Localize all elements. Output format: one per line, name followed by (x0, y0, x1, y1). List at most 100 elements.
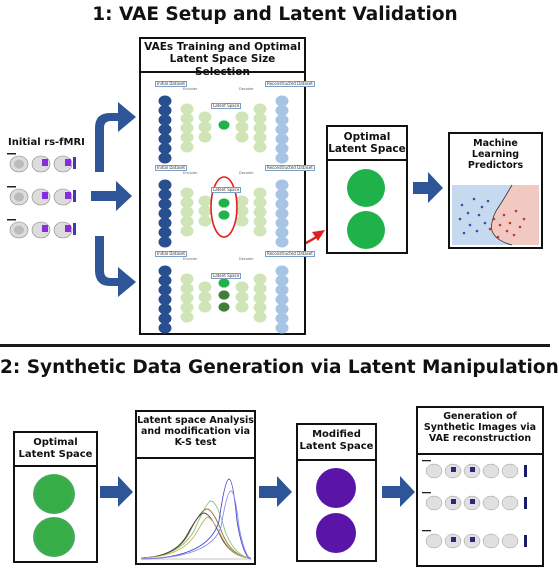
encoder-node (180, 131, 194, 144)
optimal-latent-divider (326, 159, 408, 161)
latent-node (218, 302, 230, 312)
generation-panel: Generation of Synthetic Images via VAE r… (416, 406, 544, 567)
decoder-node (235, 195, 249, 207)
output-node (275, 274, 289, 287)
output-node (275, 142, 289, 155)
input-dataset-label: Initial Dataset (155, 251, 188, 258)
modified-latent-title-line1: Modified (312, 429, 361, 440)
output-node (275, 293, 289, 306)
optimal-latent-2-title-line2: Latent Space (18, 448, 93, 460)
optimal-latent-title-line2: Latent Space (328, 143, 406, 156)
arrow-up-curve (95, 102, 136, 172)
output-node (275, 114, 289, 126)
encoder-node (198, 301, 212, 313)
ml-predictors-panel: Machine Learning Predictors (448, 132, 543, 249)
encoder-node (198, 215, 212, 227)
decoder-node (253, 292, 267, 304)
output-node (275, 312, 289, 325)
encoder-node (198, 121, 212, 133)
red-arrow-head (312, 230, 325, 241)
distribution-plot (140, 478, 252, 560)
decoder-node (235, 121, 249, 133)
section-2-title: 2: Synthetic Data Generation via Latent … (0, 357, 559, 378)
encoder-node (198, 195, 212, 207)
encoder-node (180, 311, 194, 323)
decoder-node (253, 225, 267, 237)
input-node (158, 123, 172, 136)
output-node (275, 188, 289, 201)
optimal-latent-title-line1: Optimal (343, 131, 391, 143)
output-node (275, 152, 289, 164)
input-node (158, 133, 172, 145)
decoder-node (253, 273, 267, 285)
synthetic-row (422, 530, 527, 549)
encoder-node (180, 292, 194, 304)
input-node (158, 226, 172, 239)
generation-title-line2: Synthetic Images via (423, 422, 537, 434)
latent-space-label: Latent Space (211, 273, 242, 280)
output-node (275, 236, 289, 248)
optimal-latent-2-title: Optimal Latent Space (15, 437, 96, 461)
decoder-node (235, 131, 249, 143)
input-node (158, 188, 172, 201)
decoder-label: Decoder (239, 87, 254, 91)
latent-space-label: Latent Space (211, 103, 242, 110)
ml-title-line3: Predictors (467, 160, 524, 172)
vae-training-title-line1: VAEs Training and Optimal (144, 41, 301, 53)
encoder-node (180, 301, 194, 314)
modified-latent-title-line2: Latent Space (299, 440, 374, 452)
generation-title: Generation of Synthetic Images via VAE r… (418, 411, 542, 445)
output-node (275, 207, 289, 220)
ml-predictors-title: Machine Learning Predictors (450, 138, 541, 172)
ks-title-line2: and modification via (140, 426, 251, 438)
ml-title-line1: Machine (473, 138, 518, 149)
decision-boundary-plot (452, 184, 539, 246)
input-node (158, 114, 172, 126)
modified-latent-unit-circle (316, 513, 356, 553)
encoder-node (198, 291, 212, 303)
latent-space-label: Latent Space (211, 187, 242, 194)
output-node (275, 198, 289, 210)
encoder-node (180, 187, 194, 199)
ks-title-line3: K-S test (174, 437, 217, 449)
synthetic-images-grid (422, 460, 527, 549)
ks-analysis-title: Latent space Analysis and modification v… (137, 415, 254, 449)
output-node (275, 123, 289, 136)
encoder-node (198, 111, 212, 123)
encoder-node (180, 225, 194, 237)
decoder-node (253, 103, 267, 115)
synthetic-row (422, 492, 527, 511)
output-node (275, 104, 289, 117)
decoder-label: Decoder (239, 171, 254, 175)
generation-title-line1: Generation of (443, 411, 517, 422)
input-node (158, 293, 172, 306)
reconstructed-dataset-label: Reconstructed Dataset (265, 81, 315, 88)
fmri-slices-image (7, 153, 76, 239)
vae-training-panel: VAEs Training and Optimal Latent Space S… (139, 37, 315, 335)
input-node (158, 236, 172, 248)
decoder-node (235, 291, 249, 303)
input-node (158, 179, 172, 191)
input-node (158, 322, 172, 334)
vae-training-title-line2: Latent Space Size Selection (169, 53, 276, 77)
ks-title-line1: Latent space Analysis (137, 415, 254, 426)
vae-title-divider (139, 71, 306, 73)
input-node (158, 217, 172, 229)
output-node (275, 226, 289, 239)
output-node (275, 217, 289, 229)
fmri-row (7, 153, 76, 173)
decoder-node (235, 111, 249, 123)
optimal-latent-panel: Optimal Latent Space (326, 125, 408, 254)
input-node (158, 142, 172, 155)
decoder-node (235, 301, 249, 313)
output-node (275, 133, 289, 145)
section-divider (0, 344, 550, 347)
decoder-label: Decoder (239, 257, 254, 261)
ml-title-line2: Learning (471, 149, 520, 161)
input-node (158, 312, 172, 325)
fmri-row (7, 219, 76, 239)
decoder-node (235, 281, 249, 293)
arrow-to-ml (413, 172, 443, 203)
encoder-label: Encoder (183, 171, 198, 175)
